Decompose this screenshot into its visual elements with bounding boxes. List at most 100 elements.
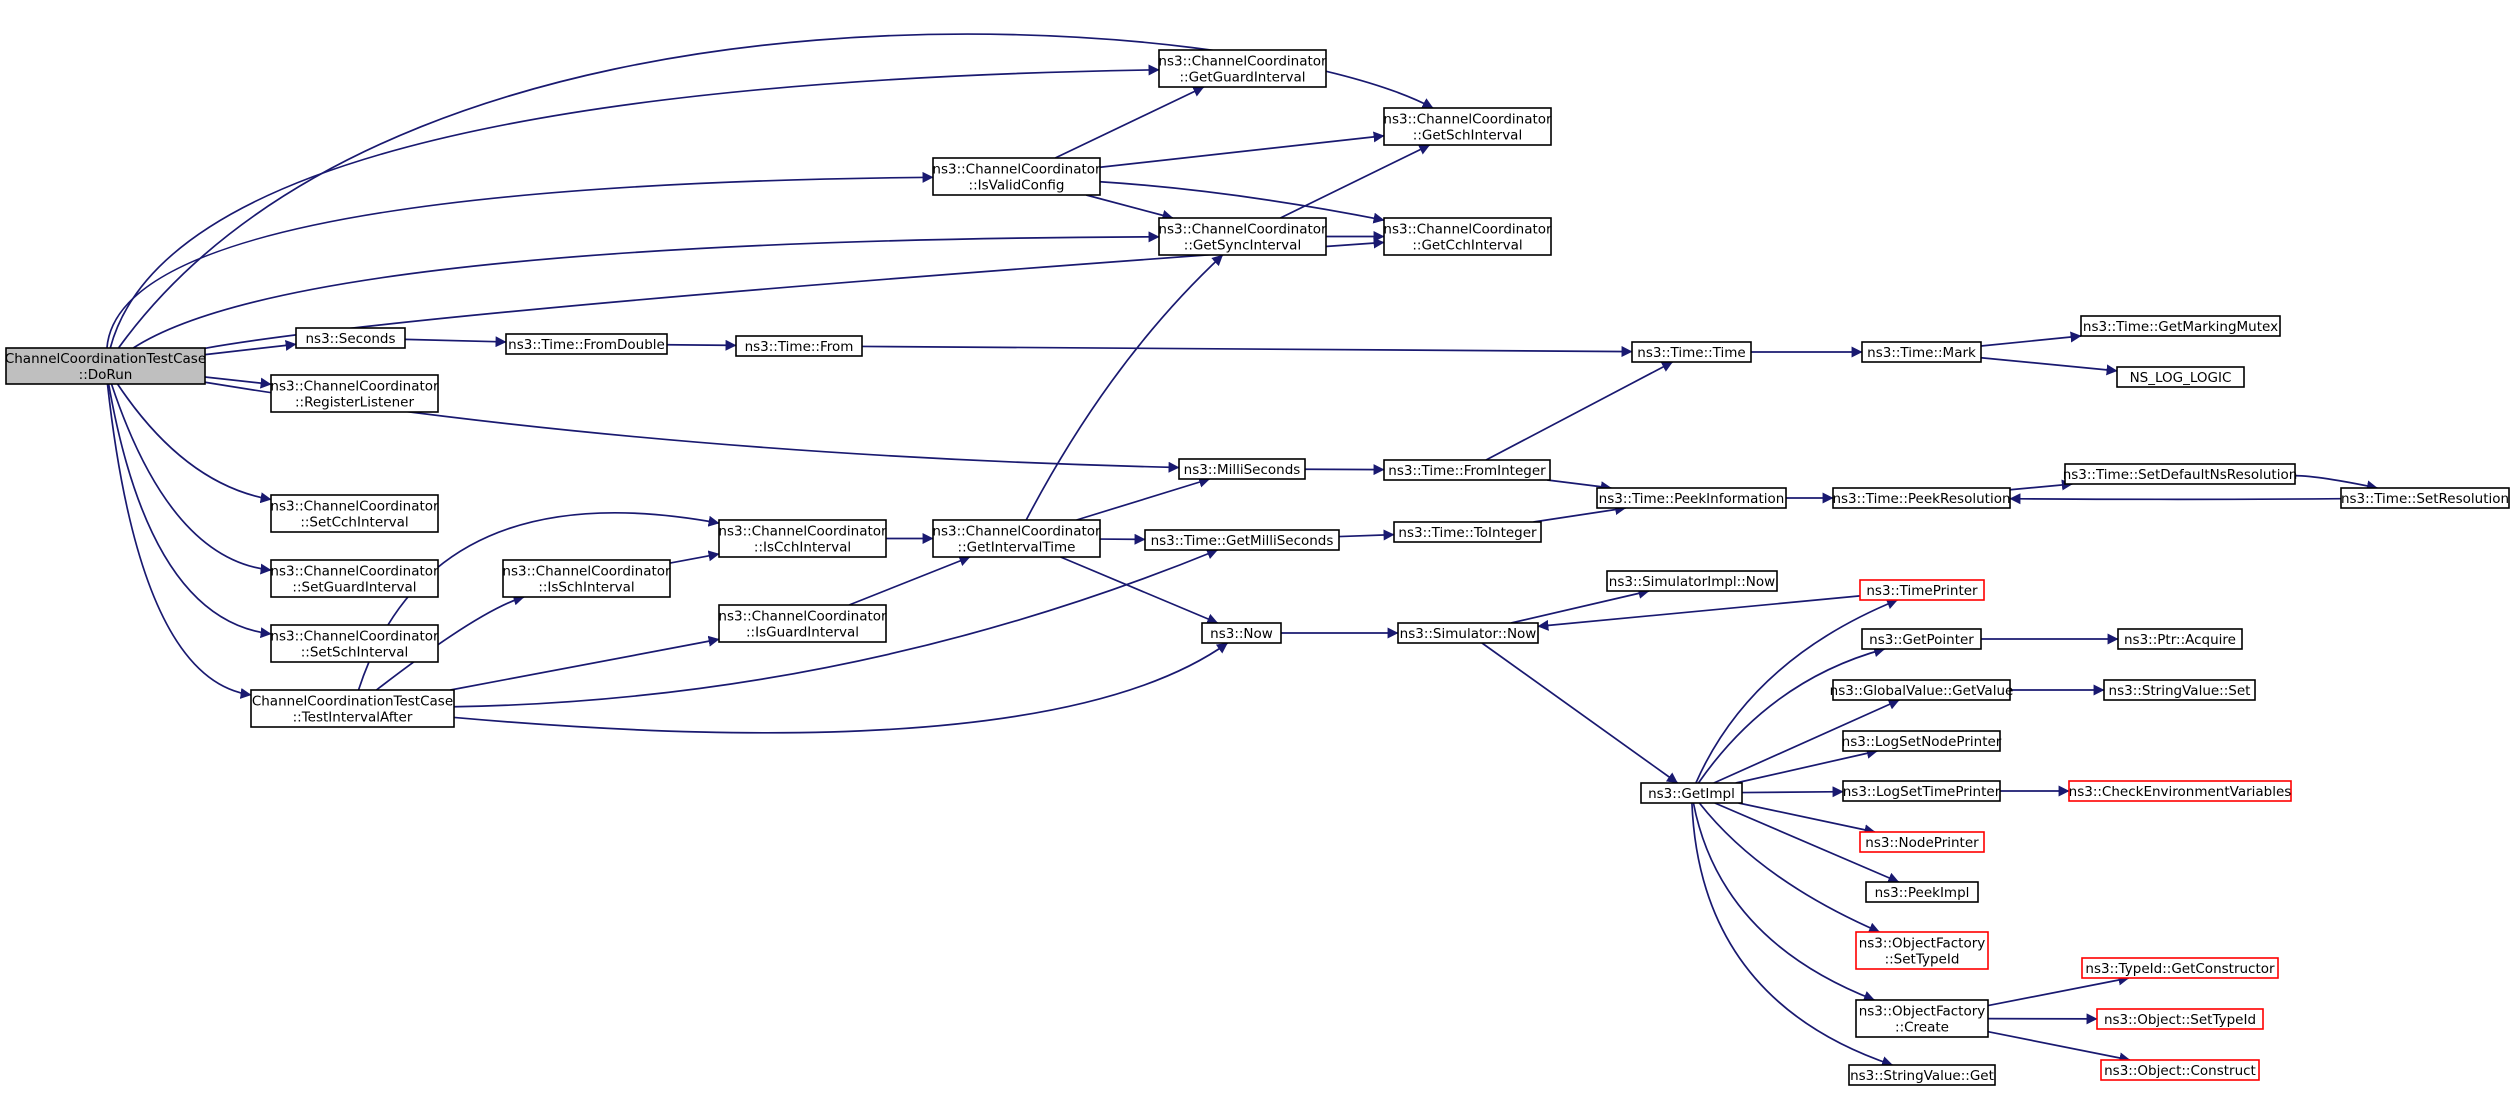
edge-dorun-to-getcch: [204, 237, 1385, 350]
edge-setres-to-peekres: [2009, 493, 2342, 505]
node-testafter[interactable]: ChannelCoordinationTestCase::TestInterva…: [250, 689, 455, 728]
node-getpointer[interactable]: ns3::GetPointer: [1861, 628, 1982, 650]
node-getconstructor[interactable]: ns3::TypeId::GetConstructor: [2081, 957, 2279, 979]
node-logsettime[interactable]: ns3::LogSetTimePrinter: [1842, 780, 2001, 802]
edge-dorun-to-isvalid: [106, 171, 934, 349]
edge-timemark-to-markingmutex: [1980, 331, 2082, 347]
node-tointeger[interactable]: ns3::Time::ToInteger: [1393, 521, 1542, 543]
node-label: ::SetTypeId: [1885, 952, 1960, 968]
node-label: ns3::Time::FromDouble: [508, 337, 665, 353]
node-timefrom[interactable]: ns3::Time::From: [735, 335, 863, 357]
node-nodeprinter[interactable]: ns3::NodePrinter: [1859, 831, 1985, 853]
node-ofcreate[interactable]: ns3::ObjectFactory::Create: [1855, 999, 1989, 1038]
node-peekres[interactable]: ns3::Time::PeekResolution: [1832, 487, 2011, 509]
edge-timemark-to-nslog: [1980, 356, 2118, 376]
edge-isschint-to-iscchint: [669, 550, 720, 564]
node-setsch[interactable]: ns3::ChannelCoordinator::SetSchInterval: [270, 624, 439, 663]
edge-timeprinter-to-simnow: [1537, 595, 1861, 631]
node-isvalid[interactable]: ns3::ChannelCoordinator::IsValidConfig: [932, 157, 1101, 196]
node-box: [270, 374, 439, 413]
node-label: ::SetGuardInterval: [292, 580, 416, 596]
node-simnow[interactable]: ns3::Simulator::Now: [1397, 622, 1539, 644]
node-label: ns3::ChannelCoordinator: [1158, 54, 1327, 70]
node-label: ns3::ChannelCoordinator: [1383, 112, 1552, 128]
node-registerlistener[interactable]: ns3::ChannelCoordinator::RegisterListene…: [270, 374, 439, 413]
node-ptracquire[interactable]: ns3::Ptr::Acquire: [2117, 628, 2243, 650]
node-dorun[interactable]: ChannelCoordinationTestCase::DoRun: [5, 347, 206, 385]
node-svset[interactable]: ns3::StringValue::Set: [2103, 679, 2256, 701]
node-isguardint[interactable]: ns3::ChannelCoordinator::IsGuardInterval: [718, 604, 887, 643]
node-checkenv[interactable]: ns3::CheckEnvironmentVariables: [2068, 780, 2292, 802]
node-svget[interactable]: ns3::StringValue::Get: [1848, 1064, 1996, 1086]
node-label: ns3::ChannelCoordinator: [502, 564, 671, 580]
node-label: ns3::ChannelCoordinator: [932, 162, 1101, 178]
edge-frominteger-to-peekinfo: [1547, 479, 1612, 493]
node-label: ns3::SimulatorImpl::Now: [1609, 574, 1775, 590]
node-box: [1855, 931, 1989, 970]
edge-tointeger-to-peekinfo: [1533, 504, 1627, 523]
node-label: ::GetSchInterval: [1413, 128, 1522, 144]
node-label: ns3::ChannelCoordinator: [1383, 222, 1552, 238]
node-box: [2103, 679, 2256, 701]
node-box: [1848, 1064, 1996, 1086]
node-getcch[interactable]: ns3::ChannelCoordinator::GetCchInterval: [1383, 217, 1552, 256]
node-isschint[interactable]: ns3::ChannelCoordinator::IsSchInterval: [502, 559, 671, 598]
node-millis[interactable]: ns3::MilliSeconds: [1178, 458, 1306, 480]
node-fromdouble[interactable]: ns3::Time::FromDouble: [505, 333, 668, 355]
node-label: ns3::Seconds: [306, 331, 396, 347]
node-gvgetvalue[interactable]: ns3::GlobalValue::GetValue: [1830, 679, 2014, 701]
node-markingmutex[interactable]: ns3::Time::GetMarkingMutex: [2080, 315, 2281, 337]
node-logsetnode[interactable]: ns3::LogSetNodePrinter: [1842, 730, 2002, 752]
node-label: ns3::Now: [1210, 626, 1273, 642]
node-now[interactable]: ns3::Now: [1201, 622, 1282, 644]
node-getsync[interactable]: ns3::ChannelCoordinator::GetSyncInterval: [1158, 217, 1327, 256]
edge-getimpl-to-ofcreate: [1692, 802, 1875, 1002]
node-objsettypeid[interactable]: ns3::Object::SetTypeId: [2096, 1008, 2264, 1030]
node-label: ns3::Time::GetMilliSeconds: [1151, 533, 1334, 549]
node-label: ::GetCchInterval: [1412, 238, 1522, 254]
node-timeprinter[interactable]: ns3::TimePrinter: [1859, 579, 1985, 601]
node-box: [2096, 1008, 2264, 1030]
node-setguard[interactable]: ns3::ChannelCoordinator::SetGuardInterva…: [270, 559, 439, 598]
node-nslog[interactable]: NS_LOG_LOGIC: [2116, 366, 2245, 388]
node-box: [505, 333, 668, 355]
node-peekimpl[interactable]: ns3::PeekImpl: [1865, 881, 1979, 903]
edge-getintervaltime-to-now: [1060, 556, 1219, 625]
node-box: [2080, 315, 2281, 337]
edge-dorun-to-seconds: [204, 339, 297, 356]
node-box: [932, 519, 1101, 558]
node-simimplnow[interactable]: ns3::SimulatorImpl::Now: [1606, 570, 1778, 592]
node-getmillis[interactable]: ns3::Time::GetMilliSeconds: [1144, 529, 1340, 551]
node-setdefaultres[interactable]: ns3::Time::SetDefaultNsResolution: [2063, 463, 2298, 485]
node-getintervaltime[interactable]: ns3::ChannelCoordinator::GetIntervalTime: [932, 519, 1101, 558]
edge-dorun-to-getguard: [109, 64, 1160, 349]
node-box: [1606, 570, 1778, 592]
node-label: ::SetCchInterval: [300, 515, 408, 531]
node-setres[interactable]: ns3::Time::SetResolution: [2340, 487, 2510, 509]
node-timemark[interactable]: ns3::Time::Mark: [1861, 341, 1982, 363]
node-label: ns3::TypeId::GetConstructor: [2085, 961, 2275, 977]
node-ofsettypeid[interactable]: ns3::ObjectFactory::SetTypeId: [1855, 931, 1989, 970]
node-label: ns3::Time::SetDefaultNsResolution: [2063, 467, 2298, 483]
node-label: ns3::ChannelCoordinator: [1158, 222, 1327, 238]
node-objconstruct[interactable]: ns3::Object::Construct: [2100, 1059, 2260, 1081]
edge-isguardint-to-getintervaltime: [848, 555, 971, 606]
node-box: [1158, 217, 1327, 256]
node-getimpl[interactable]: ns3::GetImpl: [1640, 782, 1743, 804]
node-getguard[interactable]: ns3::ChannelCoordinator::GetGuardInterva…: [1158, 49, 1327, 88]
node-setcch[interactable]: ns3::ChannelCoordinator::SetCchInterval: [270, 494, 439, 533]
edge-isvalid-to-getcch: [1099, 180, 1385, 224]
node-box: [735, 335, 863, 357]
node-label: ::DoRun: [79, 367, 133, 383]
edge-getsync-to-getsch: [1279, 144, 1431, 219]
node-peekinfo[interactable]: ns3::Time::PeekInformation: [1596, 487, 1787, 509]
node-label: ::GetIntervalTime: [958, 540, 1076, 556]
node-box: [295, 327, 406, 349]
node-label: ns3::Time::GetMarkingMutex: [2083, 319, 2278, 335]
node-getsch[interactable]: ns3::ChannelCoordinator::GetSchInterval: [1383, 107, 1552, 146]
node-iscchint[interactable]: ns3::ChannelCoordinator::IsCchInterval: [718, 519, 887, 558]
node-seconds[interactable]: ns3::Seconds: [295, 327, 406, 349]
node-frominteger[interactable]: ns3::Time::FromInteger: [1383, 459, 1551, 481]
node-timetime[interactable]: ns3::Time::Time: [1631, 341, 1752, 363]
